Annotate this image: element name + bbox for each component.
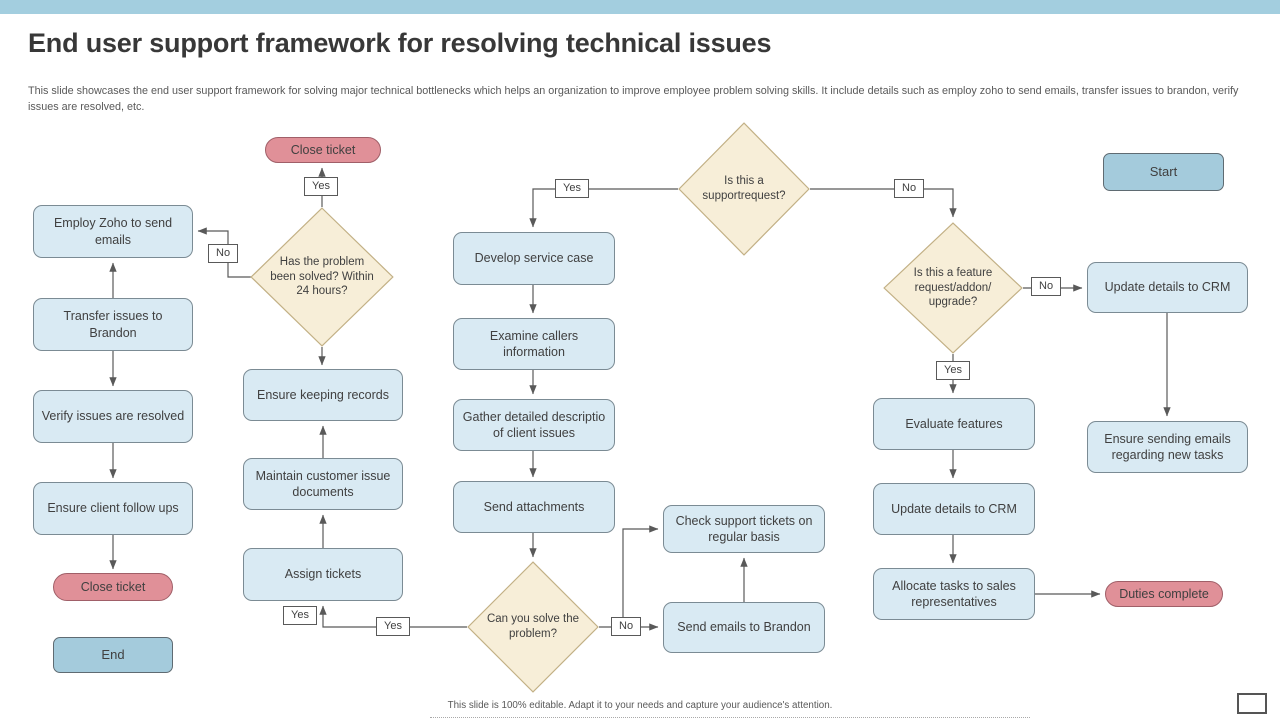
node-transfer-issues: Transfer issues to Brandon [33, 298, 193, 351]
node-verify-issues: Verify issues are resolved [33, 390, 193, 443]
node-end: End [53, 637, 173, 673]
node-examine-callers: Examine callers information [453, 318, 615, 370]
edge-label-yes-can-solve-outer: Yes [283, 606, 317, 625]
node-check-support-tickets: Check support tickets on regular basis [663, 505, 825, 553]
edge-label-yes-problem-solved: Yes [304, 177, 338, 196]
top-accent-bar [0, 0, 1280, 14]
node-send-emails-brandon: Send emails to Brandon [663, 602, 825, 653]
decision-can-solve: Can you solve the problem? [467, 561, 599, 693]
node-maintain-customer-docs: Maintain customer issue documents [243, 458, 403, 510]
node-develop-service-case: Develop service case [453, 232, 615, 285]
node-close-ticket-bottom: Close ticket [53, 573, 173, 601]
edge-label-no-problem-solved: No [208, 244, 239, 263]
footer-note: This slide is 100% editable. Adapt it to… [447, 700, 833, 711]
edge-label-no-support-request: No [894, 179, 925, 198]
edge-label-yes-support-request: Yes [555, 179, 589, 198]
node-ensure-sending-emails: Ensure sending emails regarding new task… [1087, 421, 1248, 473]
decision-support-request: Is this a supportrequest? [678, 122, 810, 256]
edge-label-no-can-solve: No [611, 617, 642, 636]
node-ensure-client-followups: Ensure client follow ups [33, 482, 193, 535]
edge-label-yes-can-solve: Yes [376, 617, 410, 636]
node-evaluate-features: Evaluate features [873, 398, 1035, 450]
footer-divider [430, 717, 1030, 718]
node-ensure-keeping-records: Ensure keeping records [243, 369, 403, 421]
edge-label-yes-feature-request: Yes [936, 361, 970, 380]
node-start: Start [1103, 153, 1224, 191]
node-close-ticket-top: Close ticket [265, 137, 381, 163]
node-update-crm-right: Update details to CRM [1087, 262, 1248, 313]
slide-description: This slide showcases the end user suppor… [28, 85, 1239, 113]
node-update-crm-mid: Update details to CRM [873, 483, 1035, 535]
node-allocate-tasks: Allocate tasks to sales representatives [873, 568, 1035, 620]
node-gather-description: Gather detailed descriptio of client iss… [453, 399, 615, 451]
decision-problem-solved: Has the problem been solved? Within 24 h… [250, 207, 394, 347]
node-send-attachments: Send attachments [453, 481, 615, 533]
decision-feature-request: Is this a feature request/addon/ upgrade… [883, 222, 1023, 354]
node-assign-tickets: Assign tickets [243, 548, 403, 601]
slide-number-placeholder [1237, 693, 1267, 714]
node-duties-complete: Duties complete [1105, 581, 1223, 607]
edge-label-no-feature-request: No [1031, 277, 1062, 296]
node-employ-zoho: Employ Zoho to send emails [33, 205, 193, 258]
page-title: End user support framework for resolving… [28, 28, 772, 58]
